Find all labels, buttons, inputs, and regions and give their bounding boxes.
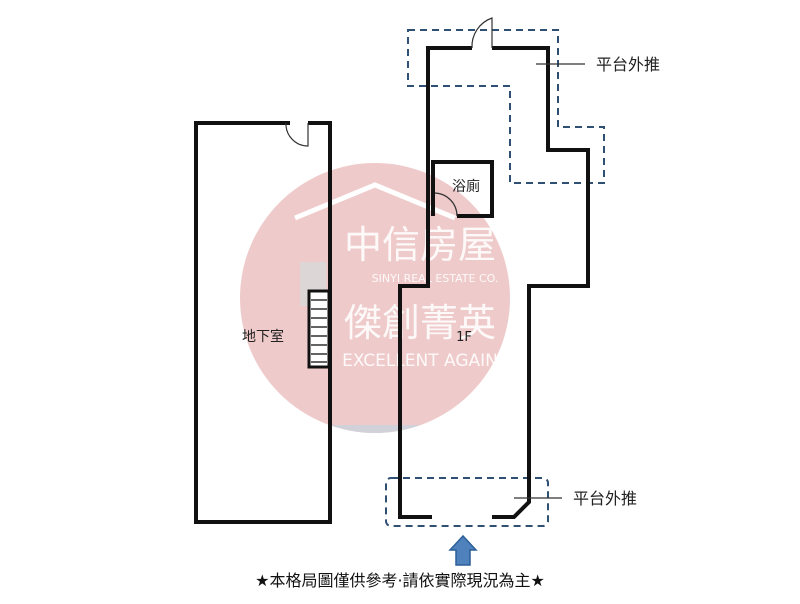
bathroom-door-swing-icon bbox=[434, 192, 458, 217]
basement-door-swing-icon bbox=[285, 122, 309, 147]
bathroom-walls bbox=[431, 160, 494, 218]
entry-door-swing-icon bbox=[471, 17, 493, 49]
staircase-icon bbox=[307, 289, 331, 369]
watermark-store-en: EXCELLENT AGAIN bbox=[342, 351, 498, 371]
platform-top-label: 平台外推 bbox=[596, 55, 660, 74]
basement-walls bbox=[194, 121, 332, 524]
watermark-logo: 中信房屋 SINYI REAL ESTATE CO. 傑創菁英 EXCELLEN… bbox=[240, 163, 510, 433]
watermark-brand-cn: 中信房屋 bbox=[344, 223, 496, 267]
entrance-arrow-icon bbox=[448, 534, 478, 566]
disclaimer-text: ★本格局圖僅供參考·請依實際現況為主★ bbox=[255, 571, 545, 590]
basement-label: 地下室 bbox=[242, 328, 284, 345]
first-floor-left-walls bbox=[398, 46, 472, 519]
first-floor-label: 1F bbox=[456, 330, 472, 345]
bathroom-label: 浴廁 bbox=[452, 178, 480, 195]
platform-extension-top-outline bbox=[407, 29, 605, 184]
platform-extension-bottom-outline bbox=[385, 477, 549, 527]
watermark-band bbox=[240, 425, 510, 433]
watermark-circle bbox=[240, 163, 510, 433]
platform-bottom-label: 平台外推 bbox=[573, 489, 637, 508]
watermark-store-cn: 傑創菁英 bbox=[344, 301, 496, 345]
first-floor-right-walls bbox=[492, 46, 590, 519]
watermark-brand-en: SINYI REAL ESTATE CO. bbox=[372, 272, 499, 285]
